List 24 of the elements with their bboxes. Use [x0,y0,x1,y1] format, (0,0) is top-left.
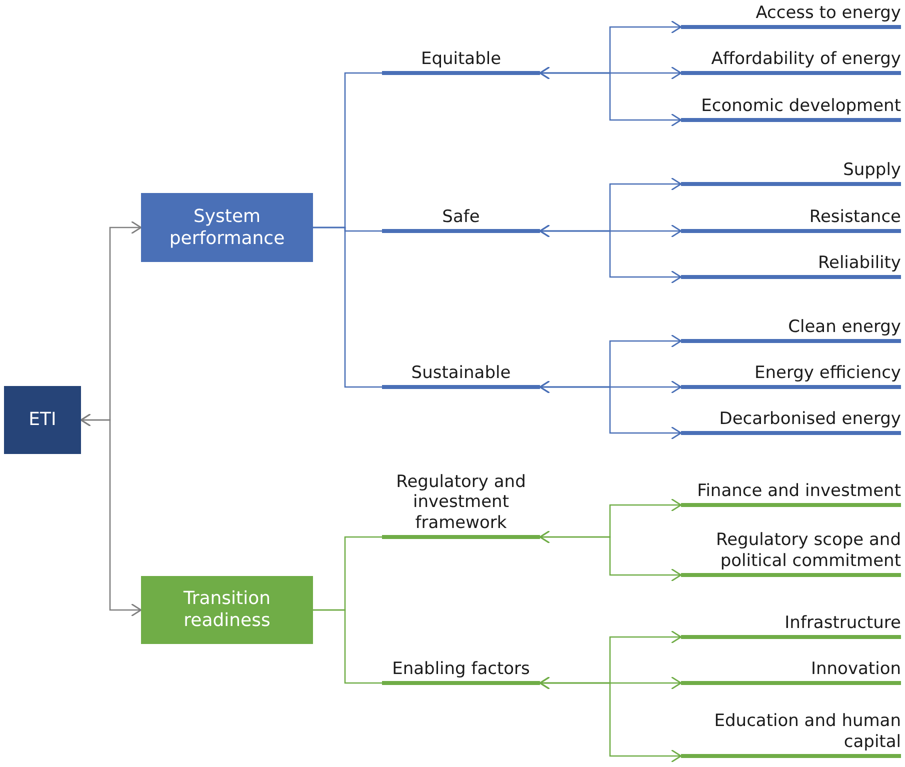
indicator-label: Access to energy [681,2,901,29]
indicator-label: Supply [681,158,901,186]
connector-arrow [539,224,682,284]
indicator-label: Decarbonised energy [681,407,901,435]
dimension-heading: Regulatory and investment framework [382,461,540,539]
indicator-label: Reliability [681,251,901,279]
dimension-heading: Equitable [382,47,540,75]
indicator-label: Education and human capital [681,706,901,758]
connector-arrow [539,66,682,127]
indicator-label: Energy efficiency [681,361,901,389]
dimension-heading: Safe [382,205,540,233]
indicator-label: Regulatory scope and political commitment [681,525,901,577]
indicator-label: Resistance [681,205,901,233]
category-box: System performance [141,193,313,262]
indicator-label: Infrastructure [681,611,901,639]
category-box: ETI [4,386,81,454]
connector-arrow [539,380,682,440]
indicator-label: Economic development [681,94,901,122]
indicator-label: Innovation [681,657,901,685]
connector-arrow [80,413,142,617]
indicator-label: Clean energy [681,315,901,343]
category-box: Transition readiness [141,576,313,644]
connector-arrow [539,530,682,582]
dimension-heading: Sustainable [382,361,540,389]
